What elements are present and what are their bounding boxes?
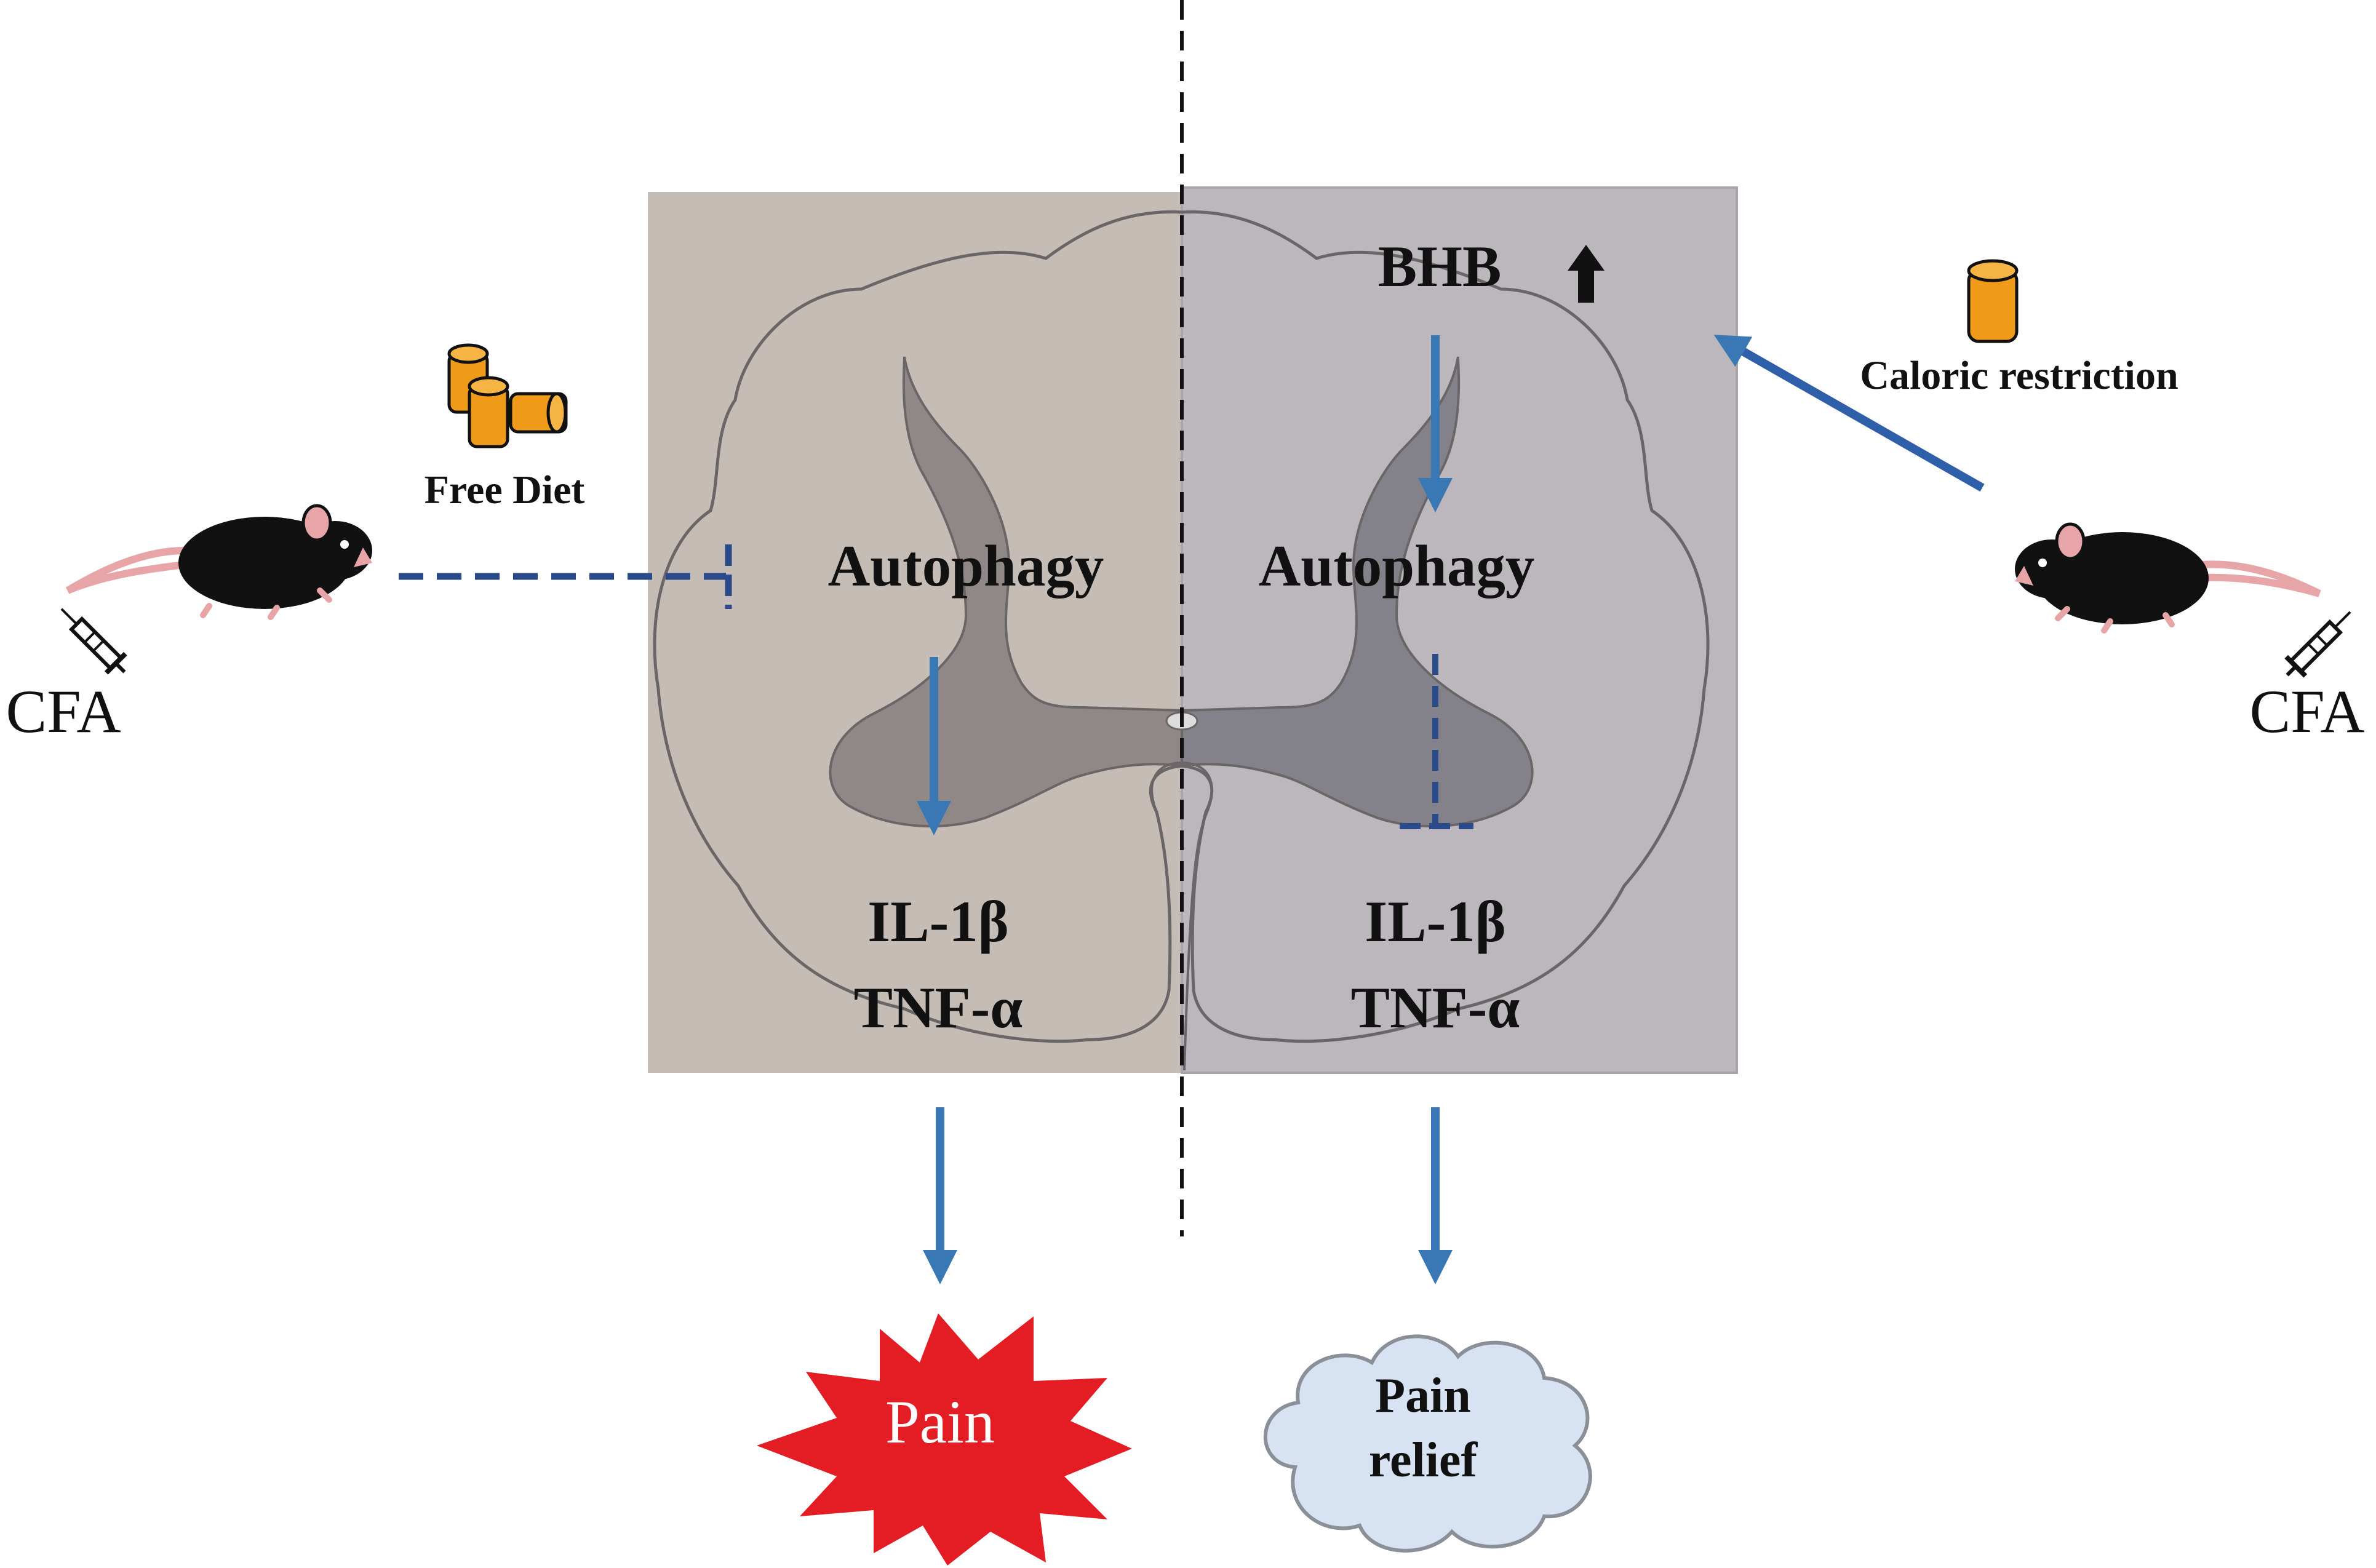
cfa-left-label: CFA bbox=[6, 677, 121, 746]
free-diet-inhibits-autophagy bbox=[399, 544, 732, 609]
white-matter-outline-right bbox=[1181, 210, 1710, 1043]
grey-matter-right bbox=[1181, 356, 1534, 828]
pain-relief-cloud bbox=[1263, 1334, 1592, 1553]
up-arrow-icon bbox=[1568, 245, 1605, 303]
mouse-icon bbox=[65, 504, 372, 620]
syringe-icon bbox=[60, 608, 127, 675]
food-pellet-icon bbox=[447, 343, 568, 448]
pain-relief-label-line1: Pain bbox=[1375, 1369, 1471, 1423]
grey-matter-left bbox=[829, 356, 1183, 828]
syringe-icon bbox=[2284, 611, 2351, 678]
right-panel bbox=[1182, 188, 1737, 1073]
autophagy-right-label: Autophagy bbox=[1259, 533, 1535, 599]
autophagy-left-label: Autophagy bbox=[828, 533, 1104, 599]
caloric-restriction-to-bhb-arrow bbox=[1713, 335, 1985, 492]
white-matter-outline-left bbox=[653, 210, 1182, 1043]
il1b-left-label: IL-1β bbox=[867, 889, 1009, 954]
tnfa-left-label: TNF-α bbox=[854, 975, 1023, 1040]
pain-relief-label-line2: relief bbox=[1369, 1433, 1478, 1487]
pain-label: Pain bbox=[885, 1388, 995, 1456]
pain-starburst bbox=[757, 1313, 1132, 1566]
spinal-cord-panel bbox=[648, 186, 1738, 1074]
autophagy-inhibits-cytokines-right bbox=[1400, 654, 1473, 829]
anterior-fissure bbox=[1150, 761, 1213, 1071]
tnfa-right-label: TNF-α bbox=[1351, 975, 1520, 1040]
cfa-right-label: CFA bbox=[2249, 677, 2364, 746]
bhb-label: BHB bbox=[1378, 234, 1502, 299]
free-diet-label: Free Diet bbox=[425, 468, 585, 512]
il1b-right-label: IL-1β bbox=[1365, 889, 1506, 954]
caloric-restriction-label: Caloric restriction bbox=[1860, 353, 2178, 398]
food-pellet-icon bbox=[1967, 259, 2019, 343]
left-panel bbox=[648, 192, 1182, 1073]
mouse-icon bbox=[2015, 522, 2321, 634]
